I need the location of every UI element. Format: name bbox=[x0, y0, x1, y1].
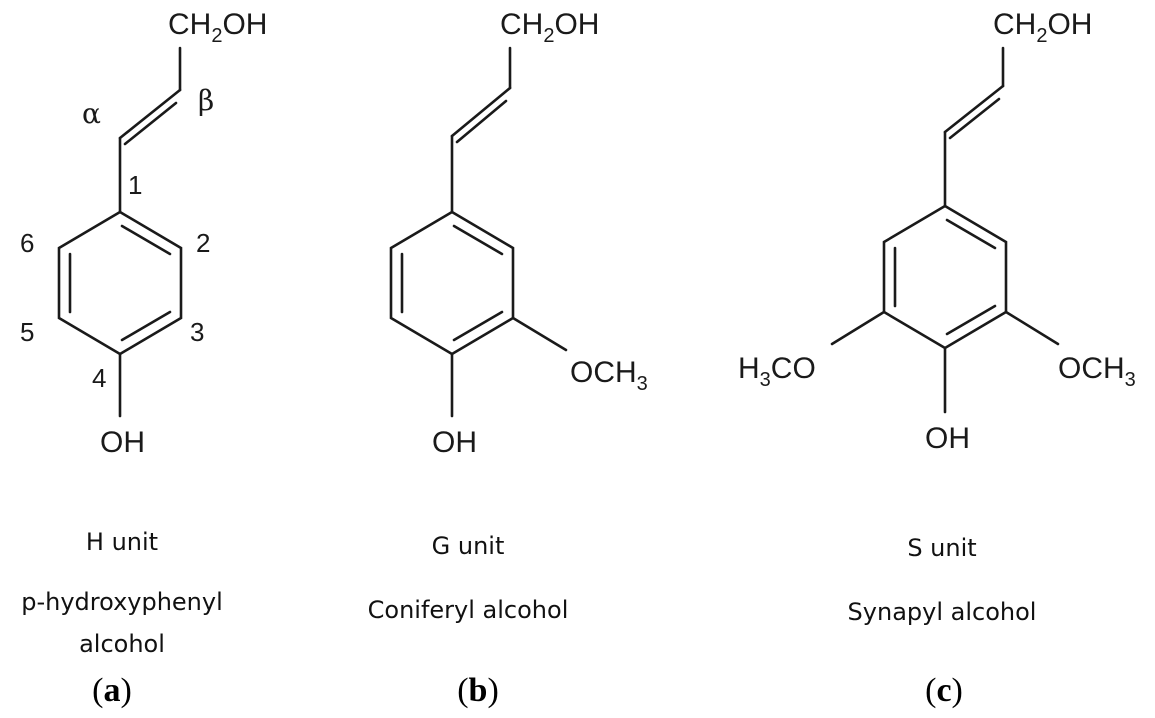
och3-label: OCH3 bbox=[1058, 352, 1136, 391]
bond-ring-methoxy-left bbox=[830, 310, 886, 346]
oh-label: OH bbox=[925, 422, 970, 455]
bond-cbeta-calpha-double bbox=[123, 101, 178, 146]
ring-double-bond-3-4 bbox=[945, 304, 997, 336]
panel-label-a: (a) bbox=[92, 672, 132, 709]
position-3-label: 3 bbox=[190, 317, 204, 347]
s-unit-caption: S unit Synapyl alcohol bbox=[848, 531, 1037, 629]
name-line-1: Coniferyl alcohol bbox=[367, 596, 569, 624]
benzene-ring bbox=[882, 204, 1008, 350]
ch2oh-label: CH2OH bbox=[500, 8, 599, 47]
position-4-label: 4 bbox=[92, 363, 106, 393]
h-unit-caption: H unit p-hydroxyphenyl alcohol bbox=[21, 525, 223, 661]
name-line-1: p-hydroxyphenyl bbox=[21, 588, 223, 616]
bond-cbeta-calpha bbox=[943, 84, 1005, 134]
ring-double-bond-3-4 bbox=[120, 310, 172, 342]
unit-label: H unit bbox=[85, 528, 159, 556]
alpha-label: α bbox=[82, 97, 101, 130]
ring-double-bond-1-2 bbox=[120, 224, 172, 256]
panel-label-c: (c) bbox=[925, 672, 963, 709]
h3co-label: H3CO bbox=[738, 352, 816, 391]
bond-ring-methoxy-right bbox=[1004, 310, 1060, 346]
benzene-ring bbox=[389, 210, 515, 356]
ch2oh-label: CH2OH bbox=[168, 8, 267, 47]
oh-label: OH bbox=[432, 426, 477, 459]
name-line-1: Synapyl alcohol bbox=[847, 598, 1037, 626]
bond-ring-methoxy bbox=[511, 316, 568, 352]
g-unit-structure: CH2OH OCH3 OH bbox=[389, 8, 648, 459]
oh-label: OH bbox=[100, 426, 145, 459]
bond-cbeta-calpha-double bbox=[455, 99, 508, 144]
position-1-label: 1 bbox=[128, 170, 142, 200]
bond-cbeta-calpha bbox=[118, 88, 182, 140]
panel-label-b: (b) bbox=[457, 672, 499, 709]
position-2-label: 2 bbox=[196, 228, 210, 258]
unit-label: S unit bbox=[907, 534, 977, 562]
bond-cbeta-calpha bbox=[450, 86, 512, 138]
position-6-label: 6 bbox=[20, 228, 34, 258]
ring-double-bond-1-2 bbox=[945, 218, 997, 250]
g-unit-caption: G unit Coniferyl alcohol bbox=[368, 529, 569, 627]
och3-label: OCH3 bbox=[570, 356, 648, 395]
s-unit-structure: CH2OH H3CO OCH3 OH bbox=[738, 8, 1136, 455]
ring-double-bond-1-2 bbox=[452, 224, 504, 256]
bond-cbeta-calpha-double bbox=[948, 97, 1001, 140]
benzene-ring bbox=[57, 210, 183, 356]
ch2oh-label: CH2OH bbox=[993, 8, 1092, 47]
unit-label: G unit bbox=[431, 532, 505, 560]
position-5-label: 5 bbox=[20, 317, 34, 347]
name-line-2: alcohol bbox=[79, 630, 165, 658]
h-unit-structure: CH2OH α β 1 2 3 4 5 6 OH bbox=[20, 8, 267, 459]
ring-double-bond-3-4 bbox=[452, 310, 504, 342]
beta-label: β bbox=[198, 84, 214, 117]
